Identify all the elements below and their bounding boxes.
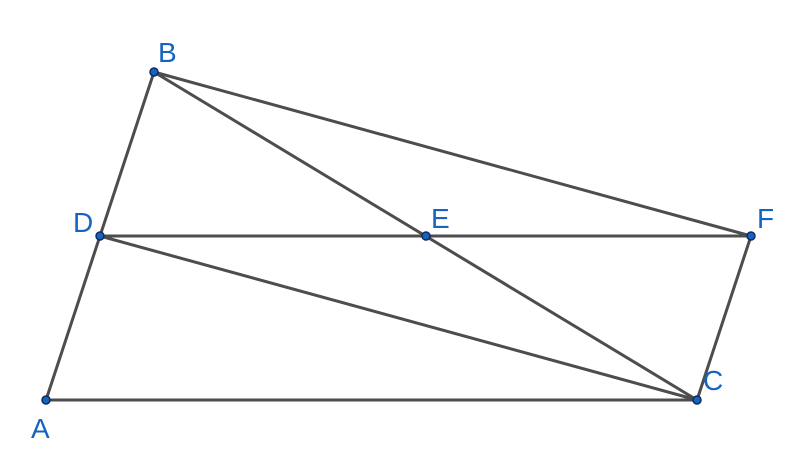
point-f [746,231,756,241]
labels: A B C D E F [31,37,774,444]
segment-fc [695,234,753,402]
label-c: C [703,365,723,396]
label-a: A [31,413,50,444]
point-b [149,67,159,77]
segment-bf [152,70,753,238]
point-a [41,395,51,405]
points [41,67,756,405]
label-d: D [73,207,93,238]
segment-dc [98,234,699,402]
label-b: B [158,37,177,68]
label-e: E [431,203,450,234]
point-e [421,231,431,241]
point-c [692,395,702,405]
segments [44,70,753,402]
point-d [95,231,105,241]
label-f: F [757,203,774,234]
